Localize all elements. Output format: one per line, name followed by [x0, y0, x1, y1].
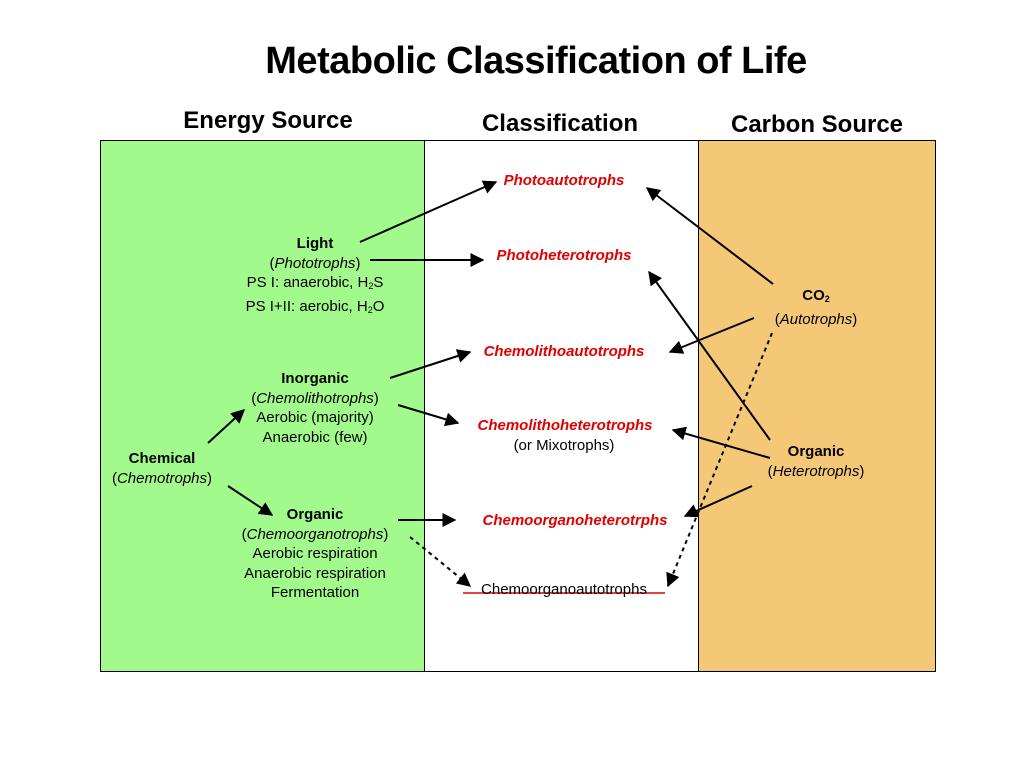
arrow-inorganic-to-chemolithoautotrophs [389, 349, 472, 379]
arrow-co2-to-chemolithoautotrophs [668, 317, 755, 354]
organic-carbon-node: Organic (Heterotrophs) [767, 443, 865, 480]
arrow-co2-to-chemoorganoautotrophs [666, 332, 773, 588]
energy-source-header: Energy Source [183, 107, 353, 134]
organic-energy-node: Organic (Chemoorganotrophs) Aerobic resp… [241, 506, 389, 601]
arrow-chemical-to-organic [227, 485, 274, 516]
photoautotrophs-label: Photoautotrophs [503, 172, 625, 189]
photoheterotrophs-label: Photoheterotrophs [496, 247, 632, 264]
chemical-energy-node: Chemical (Chemotrophs) [111, 450, 213, 487]
chemoorganoautotrophs-label: Chemoorganoautotrophs [481, 581, 647, 598]
energy-source-panel [100, 140, 425, 672]
arrow-organic-to-photoheterotrophs [648, 270, 771, 441]
arrow-organic-to-chemoorganoautotrophs [409, 536, 472, 587]
page-title: Metabolic Classification of Life [265, 40, 807, 82]
arrow-inorganic-to-chemolithoheterotrophs [397, 404, 460, 427]
chemolithoheterotrophs-label: Chemolithoheterotrophs [477, 417, 653, 434]
co2-carbon-node: CO2 (Autotrophs) [774, 287, 858, 328]
chemolithoautotrophs-label: Chemolithoautotrophs [483, 343, 645, 360]
inorganic-energy-node: Inorganic (Chemolithotrophs) Aerobic (ma… [251, 370, 379, 446]
chemoorganoheterotrophs-label: Chemoorganoheterotrphs [482, 512, 668, 529]
carbon-source-panel [698, 140, 936, 672]
arrow-organic-to-chemoorganoheterotrophs [683, 485, 753, 518]
arrow-co2-to-photoautotrophs [645, 187, 774, 285]
mixotrophs-label: (or Mixotrophs) [513, 437, 615, 454]
arrow-organic-to-chemolithoheterotrophs [671, 426, 771, 459]
carbon-source-header: Carbon Source [730, 111, 904, 138]
classification-header: Classification [481, 110, 639, 137]
light-energy-node: Light (Phototrophs) PS I: anaerobic, H2S… [245, 235, 385, 315]
arrow-chemical-to-inorganic [207, 409, 246, 444]
arrow-light-to-photoautotrophs [359, 180, 498, 243]
